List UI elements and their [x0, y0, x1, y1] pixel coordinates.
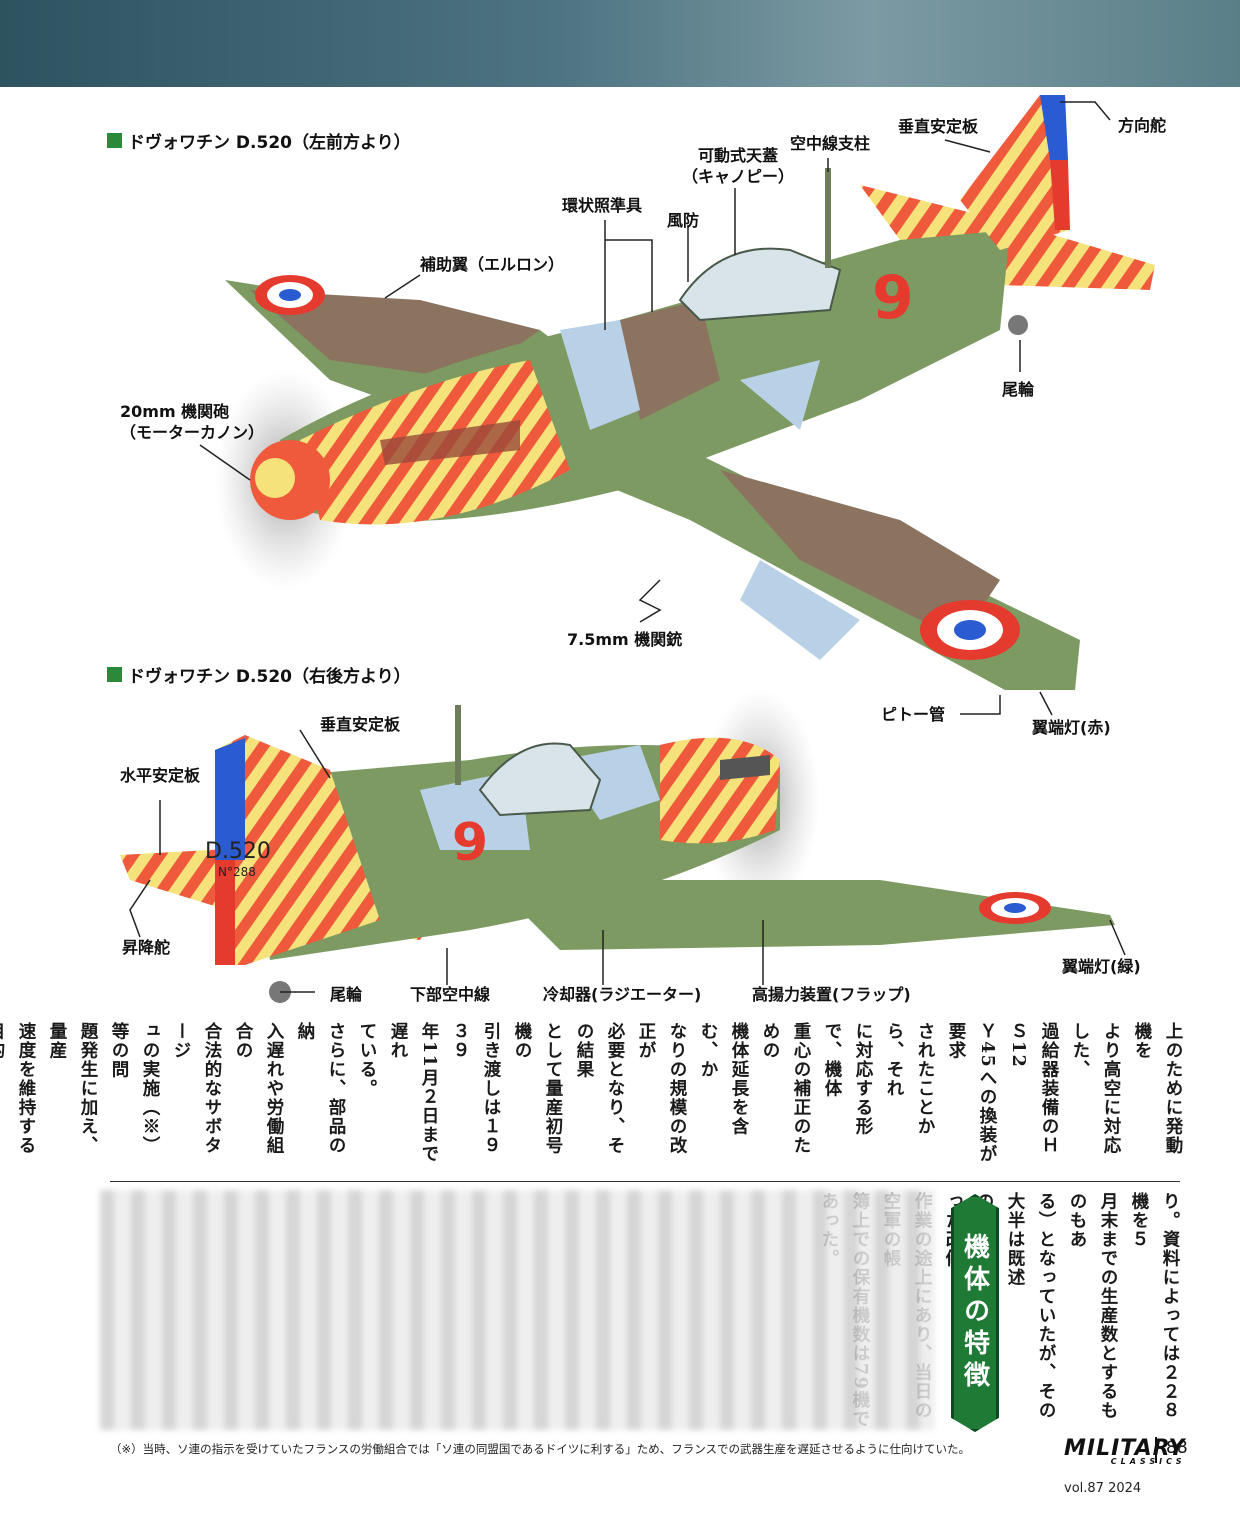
label-tailwheel-front: 尾輪	[1002, 380, 1035, 399]
label-antenna-mast: 空中線支柱	[790, 134, 871, 153]
tail-name: D.520	[205, 839, 271, 864]
article-line: 速度を維持する目的	[0, 1022, 36, 1155]
label-windshield: 風防	[667, 211, 700, 230]
volume-label: vol.87 2024	[1064, 1481, 1142, 1496]
section-title-front-text: ドヴォワチン D.520（左前方より）	[128, 133, 411, 153]
aircraft1-number: 9	[872, 263, 914, 333]
article-line: ュの実施（※）等の問	[109, 1022, 160, 1155]
green-square-icon	[107, 667, 122, 682]
article-line: 題発生に加え、量産	[47, 1022, 98, 1155]
label-hstab: 水平安定板	[120, 766, 201, 785]
article-line: 合法的なサボタージ	[171, 1022, 222, 1155]
article-line: Ｙ45への換装が要求	[946, 1022, 997, 1164]
footer-divider	[1155, 1437, 1157, 1463]
label-cannon: 20mm 機関砲 （モーターカノン）	[120, 402, 265, 442]
article-line: さらに、部品の納	[295, 1022, 346, 1155]
article-line: として量産初号機の	[512, 1022, 563, 1155]
article-line: 必要となり、その結果	[574, 1022, 625, 1155]
section-title-front: ドヴォワチン D.520（左前方より）	[107, 128, 411, 153]
leader-lines	[129, 101, 1126, 993]
label-mg: 7.5mm 機関銃	[567, 630, 683, 649]
label-flap: 高揚力装置(フラップ)	[752, 985, 911, 1004]
label-pitot: ピトー管	[881, 705, 946, 724]
article-line: されたことから、それ	[884, 1022, 935, 1136]
tail-serial: N°288	[218, 865, 256, 879]
article-line: ている。	[357, 1022, 377, 1098]
magazine-sub: CLASSICS	[1110, 1457, 1186, 1466]
aircraft2-number: 9	[452, 813, 488, 873]
magazine-name: MILITARY	[1064, 1436, 1186, 1461]
article-line: 過給器装備のＨＳ12	[1008, 1022, 1059, 1155]
article-line: 上のために発動機を	[1132, 1022, 1183, 1155]
article-line: 機体延長を含む、か	[698, 1022, 749, 1136]
section-badge: 機体の特徴	[951, 1194, 999, 1432]
label-canopy: 可動式天蓋 （キャノピー）	[682, 146, 795, 186]
label-ring-sight: 環状照準具	[562, 196, 643, 215]
article-line: 重心の補正のための	[760, 1022, 811, 1155]
header-band	[0, 0, 1240, 87]
separator	[110, 1181, 1180, 1182]
aircraft-rear-view: D.520 N°288 9	[120, 690, 1115, 1003]
label-vstab: 垂直安定板	[898, 117, 979, 136]
label-rudder: 方向舵	[1118, 116, 1167, 135]
article-line: より高空に対応した、	[1070, 1022, 1121, 1155]
label-aileron: 補助翼（エルロン）	[420, 255, 565, 274]
aircraft-front-view: 9	[215, 95, 1155, 690]
green-square-icon	[107, 133, 122, 148]
article-line: 年11月２日まで遅れ	[388, 1022, 439, 1164]
label-wingtip-red: 翼端灯(赤)	[1032, 718, 1111, 737]
aircraft-illustrations: 9 D.520 N°288 9	[120, 95, 1155, 1003]
article-line: 入遅れや労働組合の	[233, 1022, 284, 1155]
label-lower-antenna: 下部空中線	[410, 985, 491, 1004]
blurred-text-block	[100, 1190, 935, 1430]
article-line: なりの規模の改正が	[636, 1022, 687, 1155]
label-wingtip-green: 翼端灯(緑)	[1062, 957, 1141, 976]
label-tailwheel-rear: 尾輪	[330, 985, 363, 1004]
article-line: 引き渡しは１９３９	[450, 1022, 501, 1155]
label-radiator: 冷却器(ラジエーター)	[543, 985, 702, 1004]
article-line: り。資料によっては２２８機を５	[1129, 1192, 1180, 1420]
article-line: に対応する形で、機体	[822, 1022, 873, 1136]
label-elevator: 昇降舵	[122, 938, 171, 957]
magazine-logo: MILITARY CLASSICS	[1064, 1436, 1185, 1466]
label-vstab-rear: 垂直安定板	[320, 715, 401, 734]
article-line: る）となっていたが、その大半は既述	[1005, 1192, 1056, 1420]
section-title-rear-text: ドヴォワチン D.520（右後方より）	[128, 667, 411, 687]
footnote: （※）当時、ソ連の指示を受けていたフランスの労働組合では「ソ連の同盟国であるドイ…	[110, 1442, 971, 1456]
section-title-rear: ドヴォワチン D.520（右後方より）	[107, 662, 411, 687]
article-line: 月末までの生産数とするものもあ	[1067, 1192, 1118, 1420]
page-number: 88	[1166, 1438, 1188, 1458]
